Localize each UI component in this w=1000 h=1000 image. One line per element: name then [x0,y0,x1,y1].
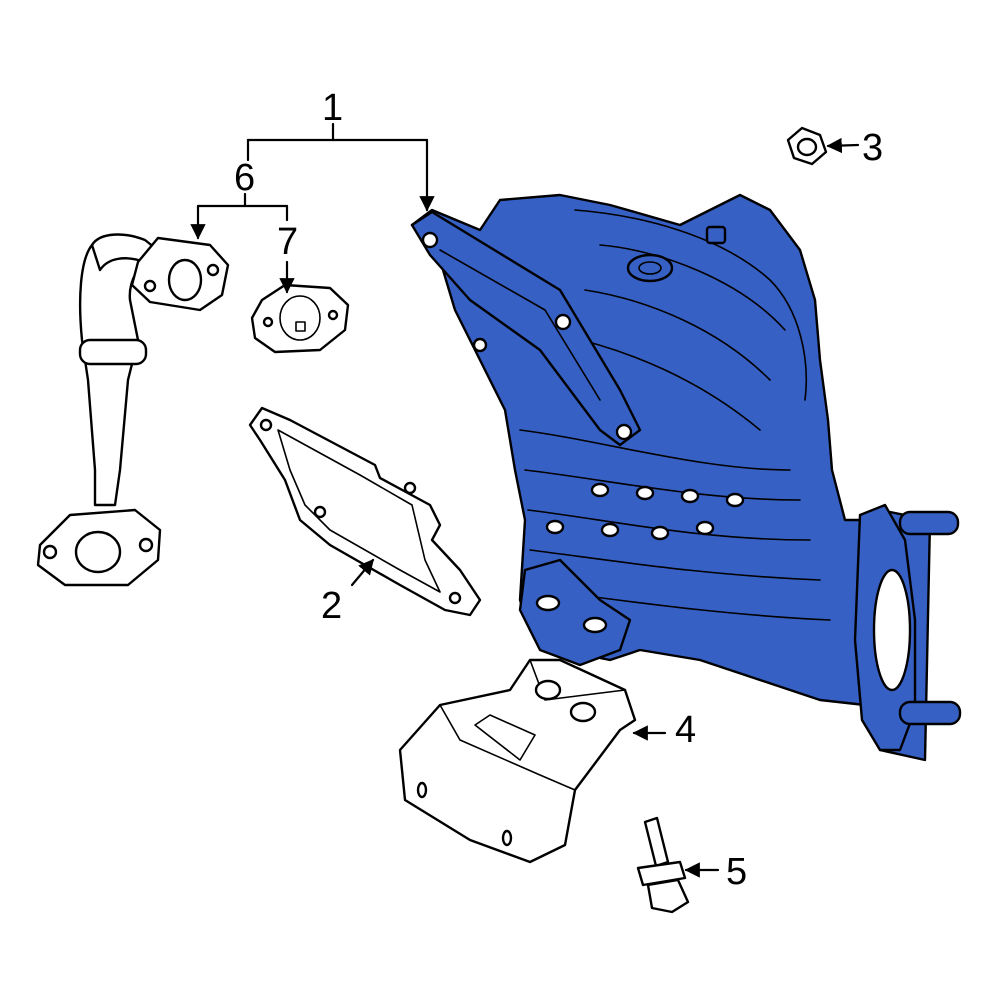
callout-1: 1 [322,87,343,129]
bolt-part[interactable] [636,816,690,914]
support-bracket[interactable] [398,658,637,864]
pipe-assembly[interactable] [36,233,230,587]
catalytic-converter[interactable] [410,193,962,762]
callout-leaders [190,122,860,878]
callout-4: 4 [675,709,696,751]
callout-3: 3 [862,127,883,169]
callout-5: 5 [726,851,747,893]
flange-gasket[interactable] [250,283,350,354]
callout-2: 2 [321,585,342,627]
callout-7: 7 [277,221,298,263]
nut-part[interactable] [786,126,828,166]
converter-gasket[interactable] [248,406,482,617]
callout-6: 6 [234,157,255,199]
